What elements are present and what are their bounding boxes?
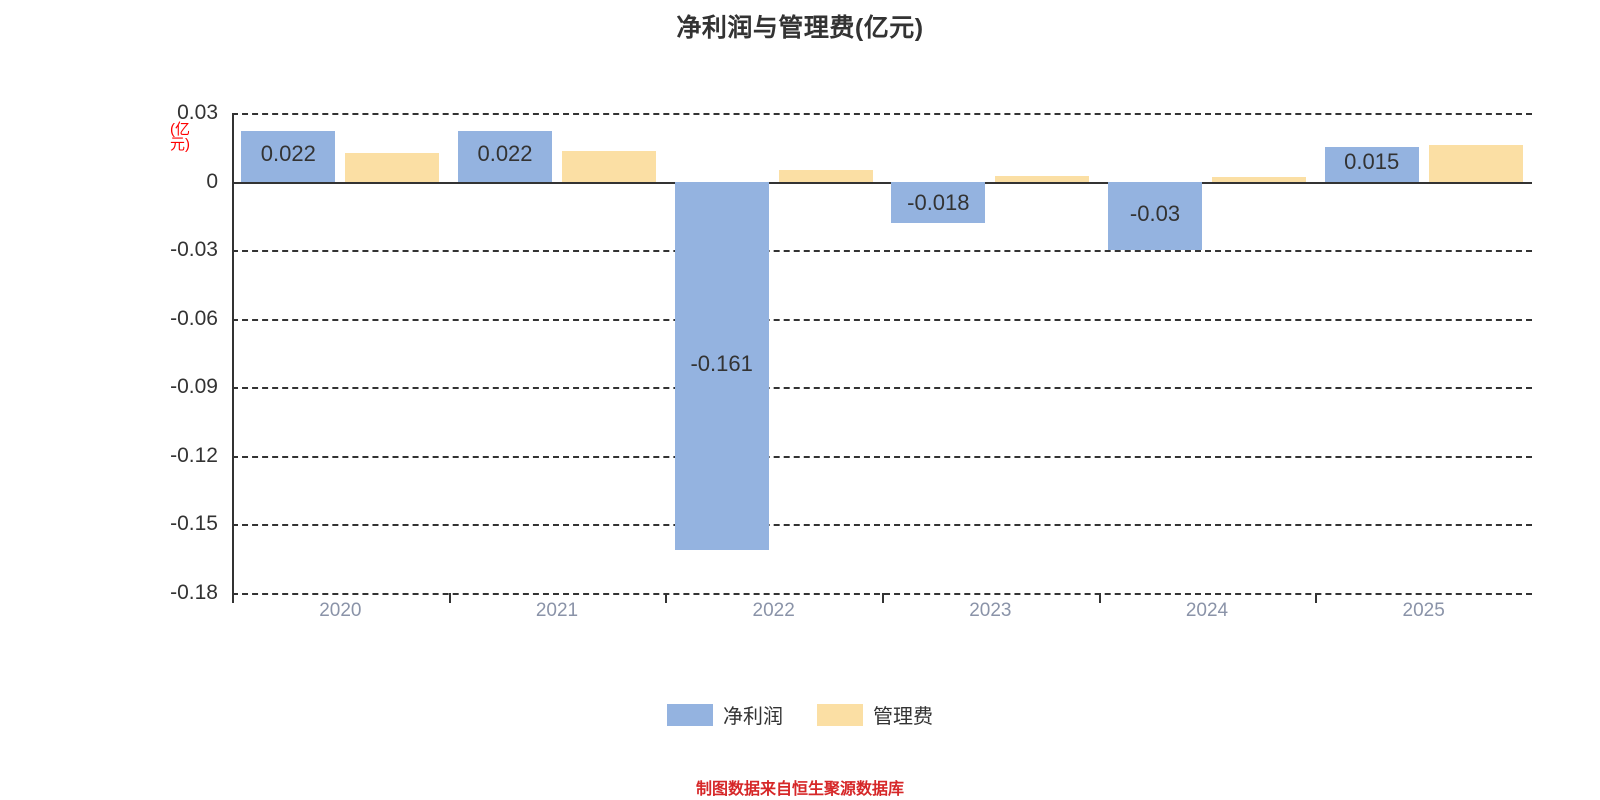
bar-net-profit-2021[interactable] [458, 131, 552, 182]
bar-net-profit-2025[interactable] [1324, 147, 1419, 182]
legend-item-net-profit[interactable]: 净利润 [667, 700, 783, 729]
gridline [232, 455, 1532, 458]
bar-value-label: -0.03 [1129, 200, 1181, 226]
x-tick-mark [665, 593, 668, 603]
x-tick-mark [1315, 593, 1318, 603]
y-tick-label: -0.03 [170, 238, 218, 262]
gridline [232, 250, 1532, 253]
bar-net-profit-2023[interactable] [891, 181, 986, 223]
x-tick-label: 2022 [752, 600, 795, 621]
gridline [232, 387, 1532, 390]
x-tick-label: 2025 [1402, 600, 1445, 621]
bar-net-profit-2024[interactable] [1108, 181, 1202, 251]
legend-item-admin-expense[interactable]: 管理费 [817, 700, 933, 729]
x-tick-mark [1098, 593, 1101, 603]
gridline [232, 318, 1532, 321]
x-tick-mark [448, 593, 451, 603]
bar-value-label: -0.018 [907, 189, 970, 215]
y-tick-label: -0.12 [170, 443, 218, 467]
x-tick-mark [882, 593, 884, 603]
x-tick-mark [232, 593, 234, 603]
chart-legend: 净利润 管理费 [0, 700, 1600, 729]
footer-note: 制图数据来自恒生聚源数据库 [695, 781, 904, 798]
y-tick-label: -0.06 [170, 306, 218, 330]
legend-label-net-profit: 净利润 [723, 706, 783, 728]
gridline [232, 524, 1532, 527]
y-tick-label: -0.18 [170, 581, 218, 604]
bar-admin-expense-2023[interactable] [995, 175, 1090, 182]
zero-line [232, 181, 1532, 184]
bar-admin-expense-2025[interactable] [1428, 145, 1523, 182]
legend-swatch-net-profit [667, 703, 713, 726]
chart-title: 净利润与管理费(亿元) [676, 14, 924, 42]
bar-value-label: -0.161 [690, 350, 753, 376]
bar-value-label: 0.022 [477, 141, 533, 167]
bar-admin-expense-2021[interactable] [562, 150, 656, 182]
y-tick-label: -0.09 [170, 375, 218, 399]
x-tick-label: 2024 [1185, 600, 1229, 621]
bar-admin-expense-2020[interactable] [345, 153, 440, 182]
bar-net-profit-2020[interactable] [241, 131, 336, 182]
legend-swatch-admin-expense [817, 703, 863, 726]
bar-value-label: 0.015 [1344, 149, 1400, 175]
bar-admin-expense-2024[interactable] [1212, 177, 1306, 182]
y-tick-label: 0 [206, 169, 218, 193]
gridline [232, 113, 1532, 115]
bar-admin-expense-2022[interactable] [778, 170, 873, 182]
x-tick-label: 2020 [319, 600, 362, 621]
y-axis-title: (亿元) [170, 121, 190, 153]
y-tick-label: -0.15 [170, 512, 218, 536]
bar-value-label: 0.022 [260, 141, 316, 167]
y-tick-label: 0.03 [177, 101, 218, 124]
legend-label-admin-expense: 管理费 [873, 706, 933, 728]
x-tick-label: 2023 [969, 600, 1012, 621]
plot-area [232, 113, 1532, 595]
y-axis-line [232, 113, 234, 593]
bar-net-profit-2022[interactable] [674, 181, 769, 550]
x-tick-label: 2021 [535, 600, 579, 621]
